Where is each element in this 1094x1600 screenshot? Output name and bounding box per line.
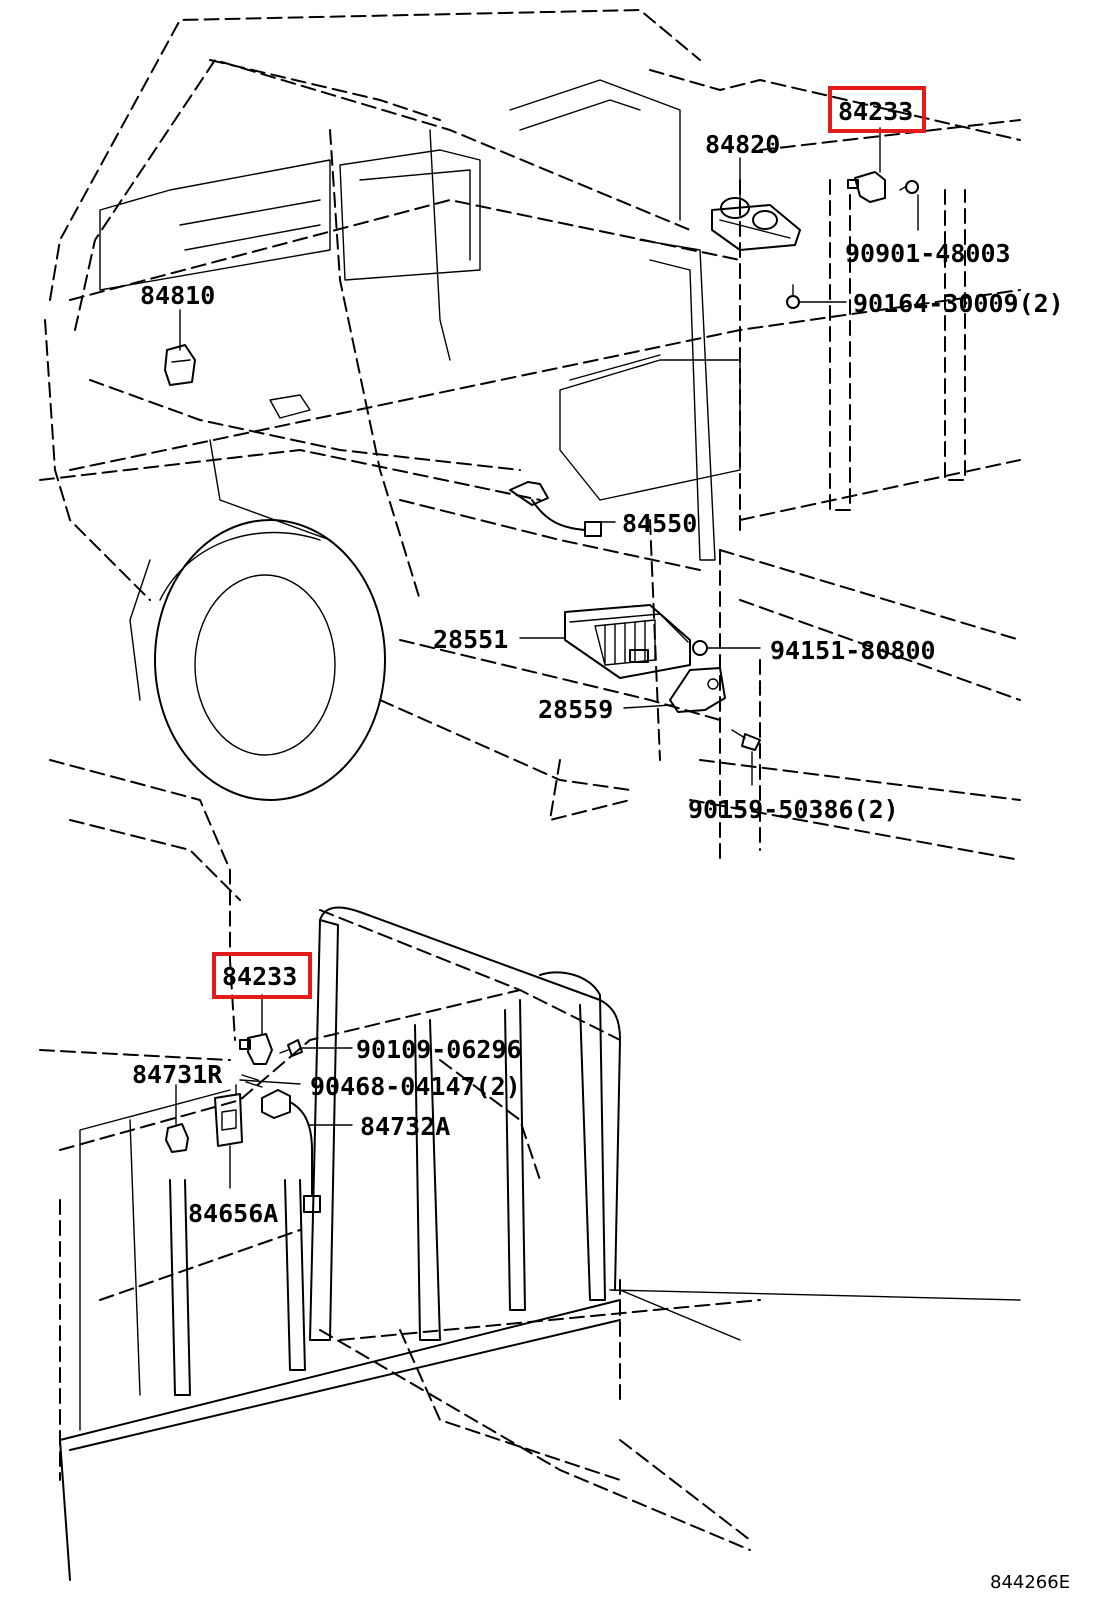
- harness-84550: [509, 481, 602, 537]
- leader-lines: [175, 127, 919, 1189]
- label-84810: 84810: [140, 281, 215, 310]
- label-90159-50386: 90159-50386(2): [688, 795, 899, 824]
- harness-84732A: [261, 1089, 321, 1213]
- label-90164-30009: 90164-30009(2): [853, 289, 1064, 318]
- label-84550: 84550: [622, 509, 697, 538]
- front-wheel: [129, 519, 386, 801]
- label-84233-bottom: 84233: [222, 962, 297, 991]
- label-84732A: 84732A: [360, 1112, 450, 1141]
- clip-90468: [241, 1074, 263, 1088]
- label-84233-top: 84233: [838, 97, 913, 126]
- highlight-box-84233-top: [828, 86, 926, 133]
- label-84731R: 84731R: [132, 1060, 223, 1089]
- label-28559: 28559: [538, 695, 613, 724]
- pad-84656A: [214, 1093, 243, 1147]
- highlight-box-84233-bottom: [212, 952, 312, 999]
- nut-94151: [692, 640, 708, 656]
- label-90468-04147: 90468-04147(2): [310, 1072, 521, 1101]
- label-90109-06296: 90109-06296: [356, 1035, 522, 1064]
- door-switch-84233-bottom: [239, 1033, 273, 1065]
- bolt-90159: [731, 729, 761, 751]
- label-94151-80800: 94151-80800: [770, 636, 936, 665]
- bracket-28559: [669, 667, 726, 713]
- label-28551: 28551: [433, 625, 508, 654]
- screw-90164: [786, 284, 800, 309]
- screw-90901: [899, 180, 919, 194]
- cap-84731R: [165, 1123, 189, 1153]
- bed-rails: [59, 906, 1021, 1581]
- screw-90109: [279, 1039, 303, 1057]
- diagram-reference: 844266E: [990, 1572, 1070, 1593]
- label-84820: 84820: [705, 130, 780, 159]
- label-84656A: 84656A: [188, 1199, 278, 1228]
- callout-labels: 84233 84820 90901-48003 90164-30009(2) 8…: [132, 97, 1064, 1228]
- cabin-outline: [39, 9, 1021, 861]
- cabin-interior: [99, 79, 741, 561]
- switch-84810: [164, 344, 196, 386]
- door-switch-84233-top: [847, 171, 886, 203]
- room-light-84820: [711, 197, 801, 251]
- ecu-28551: [564, 604, 691, 679]
- label-90901-48003: 90901-48003: [845, 239, 1011, 268]
